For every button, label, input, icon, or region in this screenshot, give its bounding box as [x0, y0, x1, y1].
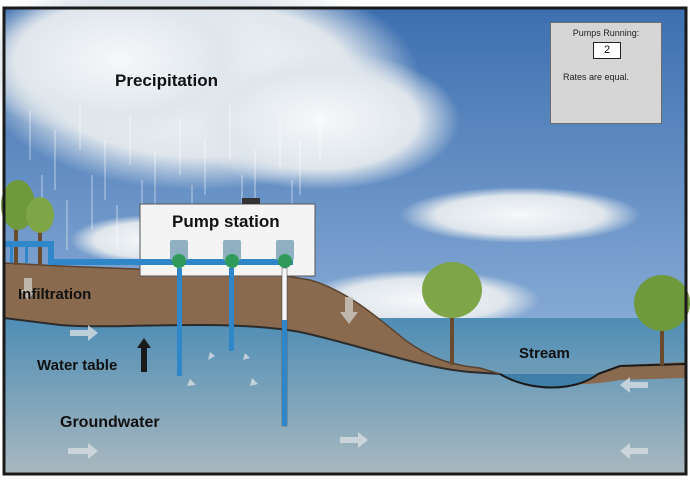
pump-icon	[170, 240, 188, 268]
rate-status-text: Rates are equal.	[563, 72, 630, 82]
stream-channel	[499, 373, 599, 389]
tree-icon	[634, 275, 690, 365]
pump-icon	[276, 240, 294, 268]
panel-title: Pumps Running:	[572, 28, 640, 38]
rain-streaks	[29, 105, 321, 250]
soil-layer	[4, 263, 686, 385]
well-2	[229, 268, 234, 351]
arrow-up-icon	[137, 338, 151, 372]
water-table-label: Water table	[37, 357, 118, 374]
well-1	[177, 268, 182, 376]
pumps-running-input[interactable]: 2	[593, 42, 621, 59]
pump-station-label: Pump station	[172, 212, 280, 231]
pump-icon	[223, 240, 241, 268]
precipitation-label: Precipitation	[115, 71, 218, 90]
infiltration-label: Infiltration	[18, 286, 92, 303]
flow-arrow-icon	[68, 325, 648, 459]
groundwater-label: Groundwater	[60, 414, 160, 431]
stream-label: Stream	[519, 345, 570, 362]
tree-icon	[422, 262, 482, 365]
pipe	[4, 241, 293, 265]
flow-arrow-icon	[20, 278, 358, 324]
pump-control-panel: Pumps Running: 2 Rates are equal.	[550, 22, 662, 124]
